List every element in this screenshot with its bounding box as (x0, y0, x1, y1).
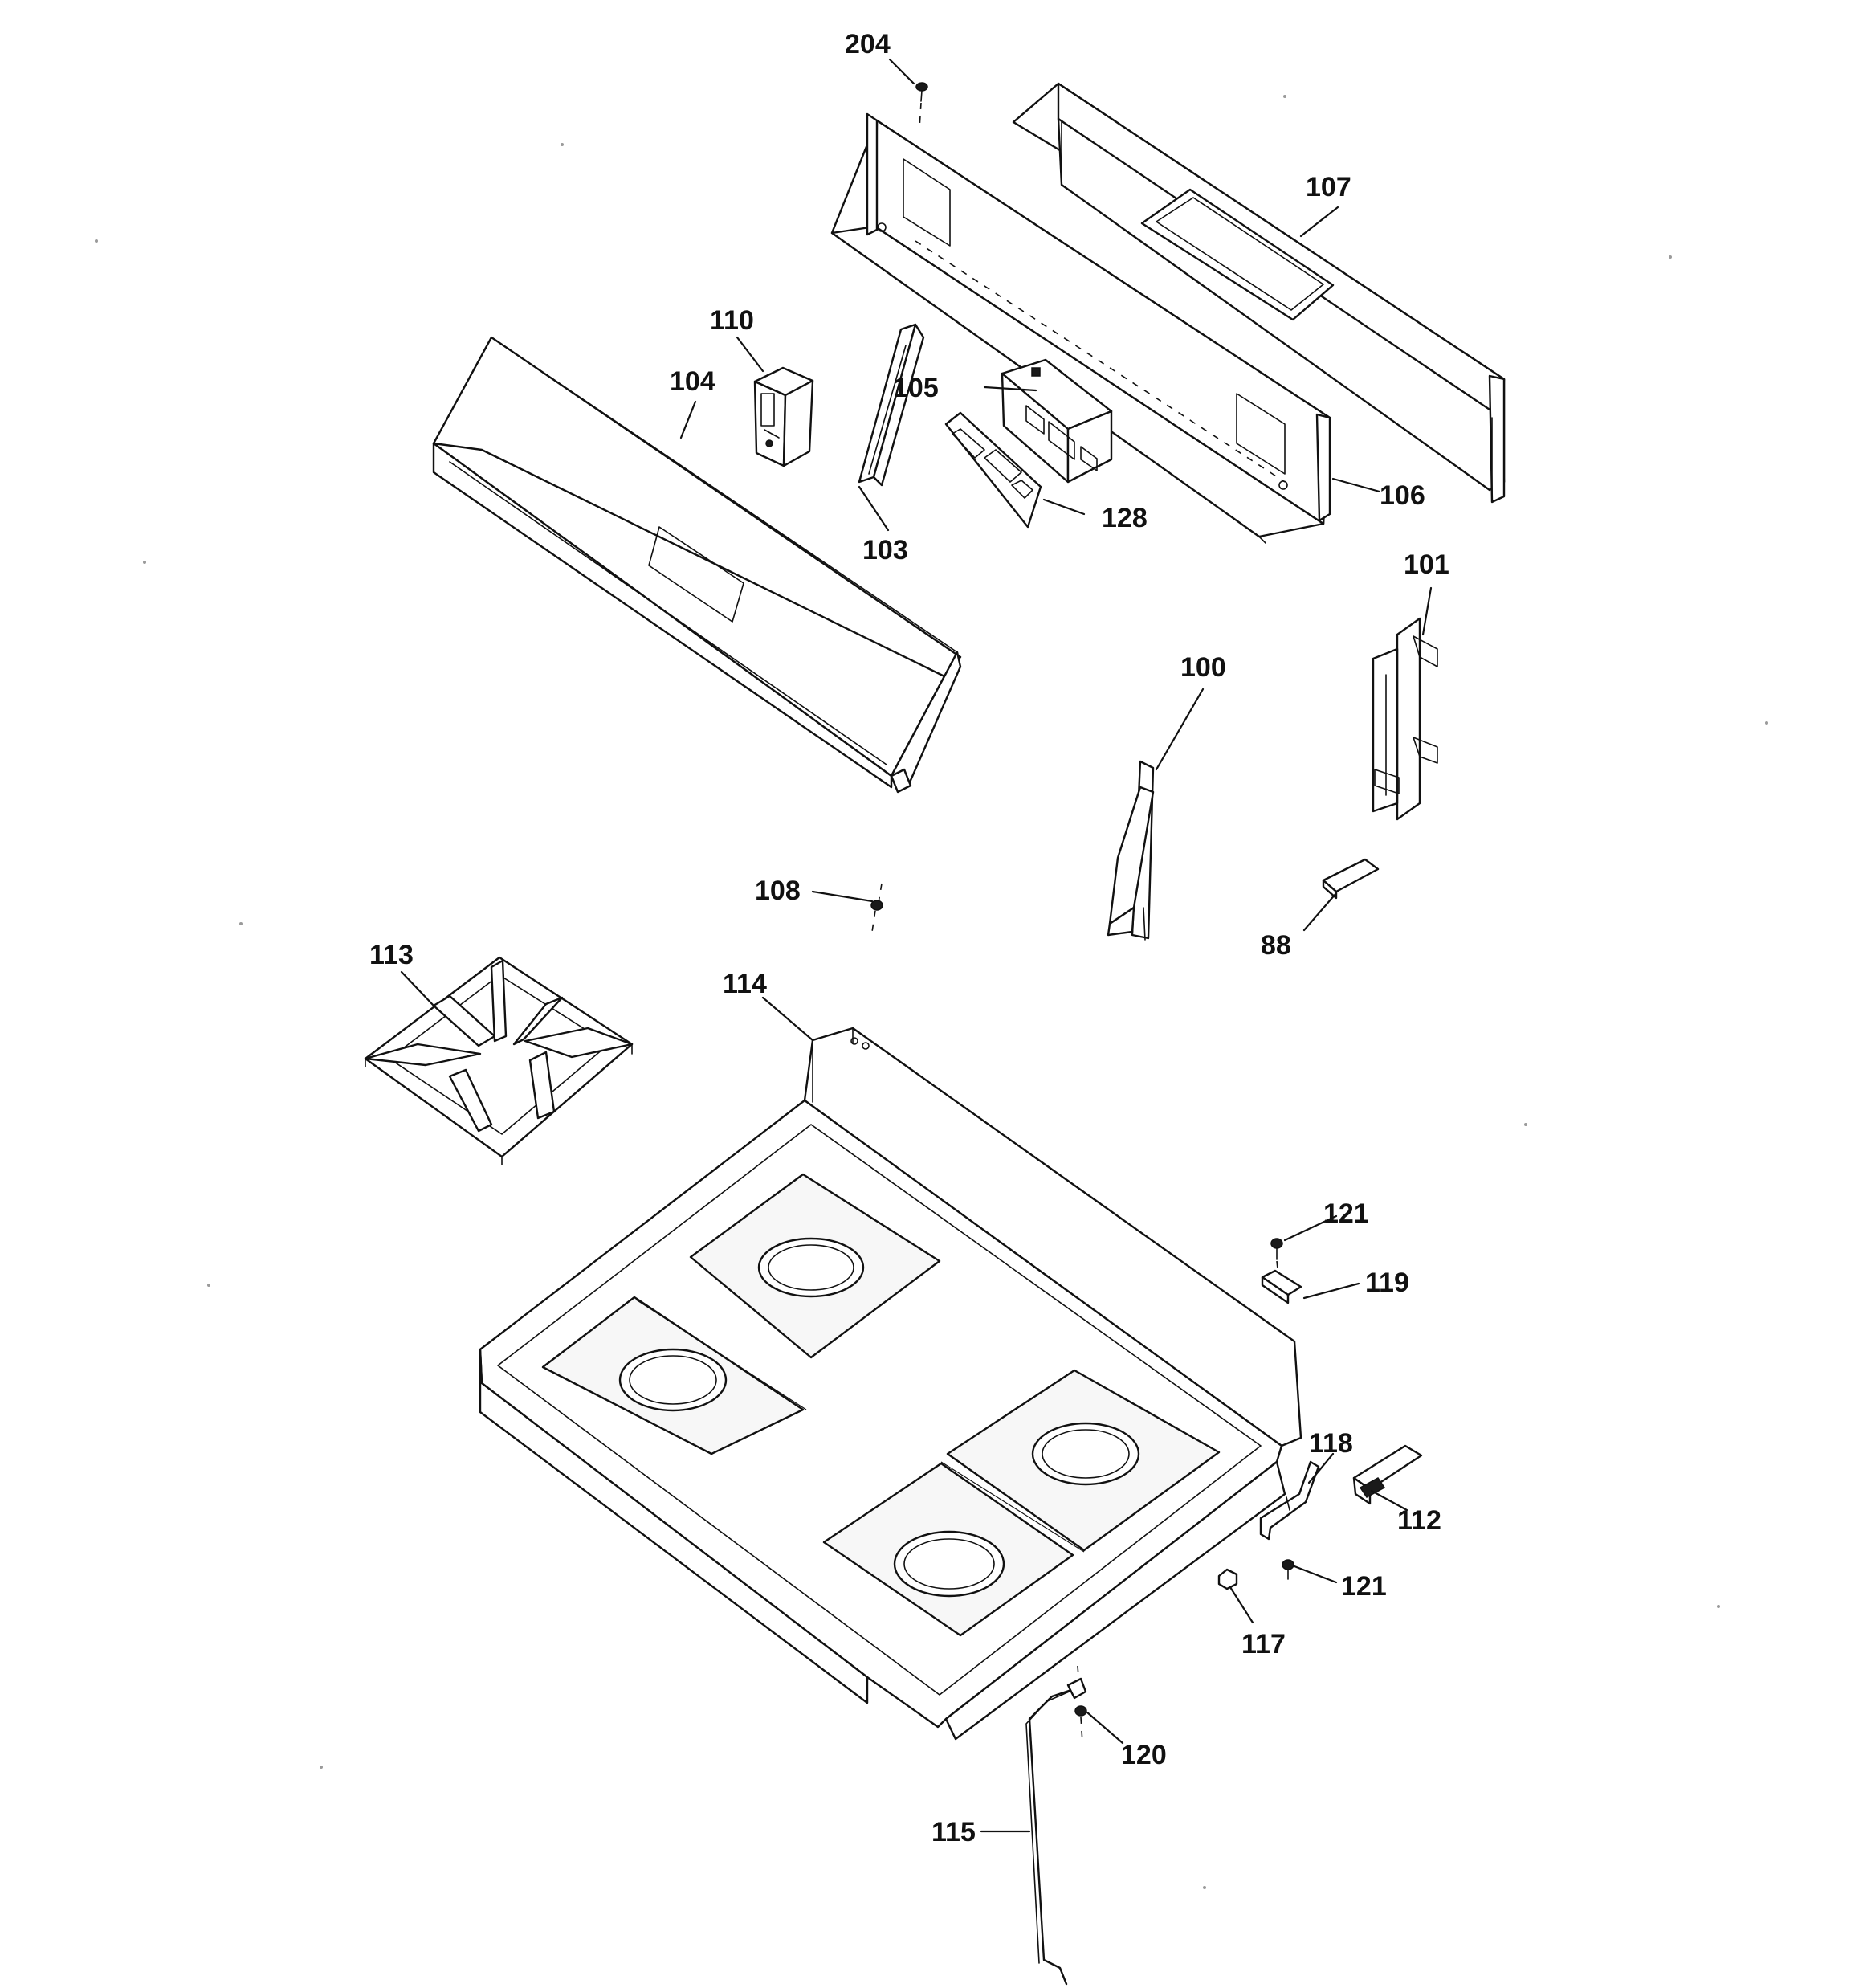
part-118-bracket (1259, 1460, 1320, 1541)
callout-107: 107 (1306, 172, 1351, 202)
callout-labels: 204 107 110 104 105 106 128 103 101 100 … (369, 29, 1449, 1847)
part-106-backsplash (830, 112, 1331, 544)
callout-110: 110 (710, 305, 754, 336)
part-115-support-rod (1025, 1677, 1087, 1986)
part-119-bracket (1261, 1269, 1302, 1304)
leader-lines (400, 58, 1433, 1833)
callout-117: 117 (1241, 1629, 1286, 1659)
part-103-bracket (858, 323, 925, 487)
callout-112: 112 (1397, 1505, 1441, 1536)
part-204-screw (915, 82, 928, 129)
callout-100: 100 (1180, 652, 1226, 683)
callout-106: 106 (1380, 480, 1425, 511)
part-113-burner-grate (364, 956, 634, 1165)
part-121-screw-top (1270, 1238, 1283, 1278)
callout-104: 104 (670, 366, 715, 397)
callout-128: 128 (1102, 503, 1148, 533)
callout-119: 119 (1365, 1268, 1409, 1298)
callout-88: 88 (1261, 930, 1291, 961)
part-88-pad (1322, 858, 1380, 900)
callout-103: 103 (862, 535, 908, 565)
callout-121-bottom: 121 (1341, 1571, 1387, 1602)
part-108-screw (870, 883, 883, 933)
part-120-screw (1074, 1665, 1087, 1744)
callout-121-top: 121 (1323, 1198, 1369, 1229)
callout-105: 105 (893, 373, 939, 403)
callout-118: 118 (1309, 1428, 1353, 1459)
scan-specks (95, 95, 1768, 1889)
callout-204: 204 (845, 29, 891, 59)
part-121-screw-bottom (1282, 1559, 1294, 1580)
callout-115: 115 (932, 1817, 976, 1847)
part-112-valve (1352, 1444, 1423, 1505)
callout-114: 114 (723, 969, 767, 999)
callout-120: 120 (1121, 1740, 1167, 1770)
part-128-overlay (944, 411, 1042, 529)
part-110-ignition-module (753, 366, 814, 467)
part-100-side-trim (1107, 760, 1155, 941)
part-117-nut (1217, 1568, 1238, 1590)
part-104-control-panel (432, 336, 962, 794)
callout-101: 101 (1404, 549, 1449, 580)
part-107-rear-cover (1012, 82, 1506, 504)
callout-108: 108 (755, 876, 801, 906)
part-101-side-bracket (1372, 617, 1438, 821)
part-114-cooktop (479, 1027, 1302, 1741)
part-105-clock-control (1001, 358, 1113, 484)
callout-113: 113 (369, 940, 414, 970)
